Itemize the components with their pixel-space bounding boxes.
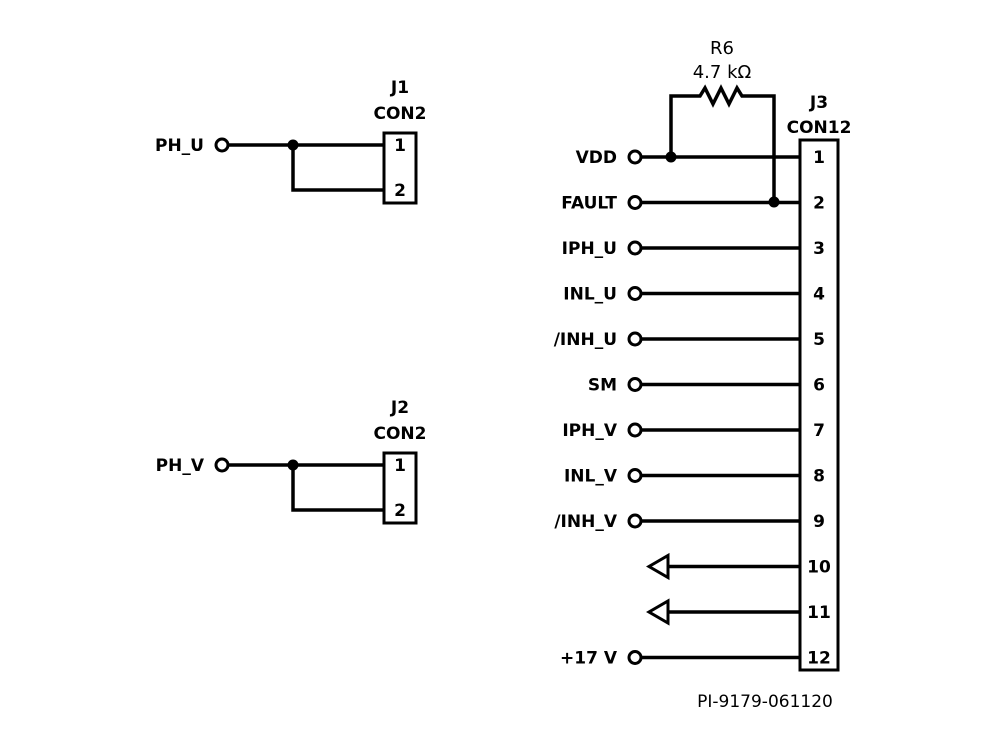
pin-number: 8 [813, 467, 825, 487]
r6-value: 4.7 kΩ [693, 62, 752, 83]
j3-pin-8: INL_V 8 [564, 467, 825, 487]
pin-number: 7 [813, 421, 825, 441]
j2-body [382, 451, 418, 525]
terminal-ph-v [214, 457, 230, 473]
pin-number: 2 [813, 194, 825, 214]
pin-number: 11 [807, 603, 831, 623]
net-label: +17 V [560, 649, 618, 669]
connector-j1: J1 CON2 1 2 PH_U [155, 78, 427, 205]
net-label-ph-u: PH_U [155, 136, 204, 156]
j3-pin-9: /INH_V 9 [554, 512, 825, 532]
connector-j2: J2 CON2 1 2 PH_V [156, 398, 427, 525]
j3-type: CON12 [787, 118, 852, 138]
j1-pin-1: 1 [394, 136, 406, 156]
terminal-icon [627, 240, 643, 256]
j2-ref: J2 [390, 398, 409, 418]
pin-number: 12 [807, 649, 831, 669]
j3-pin-12: +17 V 12 [560, 649, 831, 669]
terminal-ph-u [214, 137, 230, 153]
j3-pin-6: SM 6 [588, 376, 825, 396]
j1-body [382, 131, 418, 205]
net-label: /INH_V [554, 512, 617, 532]
terminal-icon [627, 468, 643, 483]
net-label: INL_V [564, 467, 618, 487]
j3-pin-3: IPH_U 3 [562, 239, 825, 259]
j3-pin-4: INL_U 4 [563, 285, 825, 305]
r6-body [669, 84, 776, 202]
ground-icon [646, 598, 670, 626]
junction-dot [287, 139, 299, 151]
net-label: FAULT [561, 194, 617, 214]
j3-pin-1: VDD 1 [576, 148, 825, 168]
terminal-icon [627, 195, 643, 210]
j3-pin-7: IPH_V 7 [562, 421, 825, 441]
j1-wire [229, 143, 384, 192]
pin-number: 3 [813, 239, 825, 259]
terminal-icon [627, 377, 643, 392]
j3-ref: J3 [809, 93, 828, 113]
pin-number: 4 [813, 285, 825, 305]
drawing-id: PI-9179-061120 [697, 692, 833, 712]
j2-pin-1: 1 [394, 456, 406, 476]
ground-icon [646, 552, 670, 581]
j2-pin-2: 2 [394, 501, 406, 521]
terminal-icon [627, 286, 643, 301]
j3-pin-2: FAULT 2 [561, 194, 825, 214]
net-label: IPH_V [562, 421, 618, 441]
j3-pin-11: 11 [646, 598, 831, 626]
j3-pin-10: 10 [646, 552, 831, 581]
j1-pin-2: 2 [394, 181, 406, 201]
pin-number: 1 [813, 148, 825, 168]
junction-dot [287, 459, 299, 471]
j1-type: CON2 [374, 104, 427, 124]
net-label: IPH_U [562, 239, 617, 259]
terminal-icon [627, 149, 643, 165]
net-label: INL_U [563, 285, 617, 305]
j2-type: CON2 [374, 424, 427, 444]
terminal-icon [627, 422, 643, 438]
j3-body [798, 138, 840, 672]
pin-number: 10 [807, 558, 831, 578]
junction-dot [665, 151, 677, 163]
terminal-icon [627, 650, 643, 665]
junction-dot [768, 196, 780, 208]
net-label-ph-v: PH_V [156, 456, 205, 476]
pin-number: 5 [813, 330, 825, 350]
resistor-r6: R6 4.7 kΩ [665, 38, 780, 208]
j3-pin-5: /INH_U 5 [554, 330, 825, 350]
terminal-icon [627, 513, 643, 529]
net-label: VDD [576, 148, 617, 168]
pin-number: 6 [813, 376, 825, 396]
j1-ref: J1 [390, 78, 409, 98]
net-label: /INH_U [554, 330, 617, 350]
j2-wire [229, 463, 384, 512]
pin-number: 9 [813, 512, 825, 532]
net-label: SM [588, 376, 617, 396]
terminal-icon [627, 331, 643, 347]
r6-ref: R6 [710, 38, 734, 59]
